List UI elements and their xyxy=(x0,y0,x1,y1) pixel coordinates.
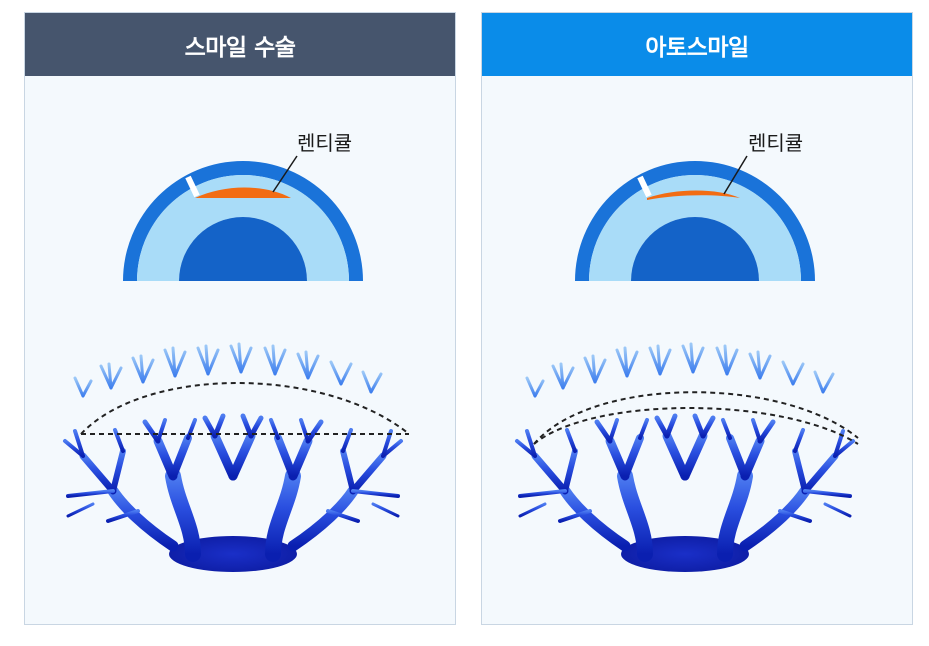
lenticule-label: 렌티큘 xyxy=(297,131,352,155)
lenticule-shape xyxy=(647,190,740,200)
corneal-nerve-tree xyxy=(517,416,853,572)
panel-title-atosmile: 아토스마일 xyxy=(482,13,912,76)
panel-title-smile: 스마일 수술 xyxy=(25,13,455,76)
lenticule-leader-line xyxy=(272,155,298,193)
upper-nerve-twigs xyxy=(73,342,383,398)
upper-nerve-twigs xyxy=(525,342,835,398)
atosmile-diagram: 렌티큘 xyxy=(482,131,912,624)
lenticule-dashed-arc-upper xyxy=(533,391,859,445)
cornea-illustration xyxy=(575,161,815,281)
lenticule-label: 렌티큘 xyxy=(748,131,803,155)
incision-mark xyxy=(185,175,200,198)
lenticule-dashed-arc xyxy=(80,382,410,435)
corneal-nerve-tree xyxy=(65,416,401,572)
lenticule-leader-line xyxy=(723,155,748,195)
panel-smile: 스마일 수술 렌티큘 xyxy=(24,12,456,625)
panel-atosmile: 아토스마일 렌티큘 xyxy=(481,12,913,625)
lenticule-dashed-arc-lower xyxy=(533,407,859,445)
smile-diagram: 렌티큘 xyxy=(25,131,410,624)
lenticule-shape xyxy=(195,187,291,198)
incision-mark xyxy=(637,175,652,198)
cornea-illustration xyxy=(123,161,363,281)
